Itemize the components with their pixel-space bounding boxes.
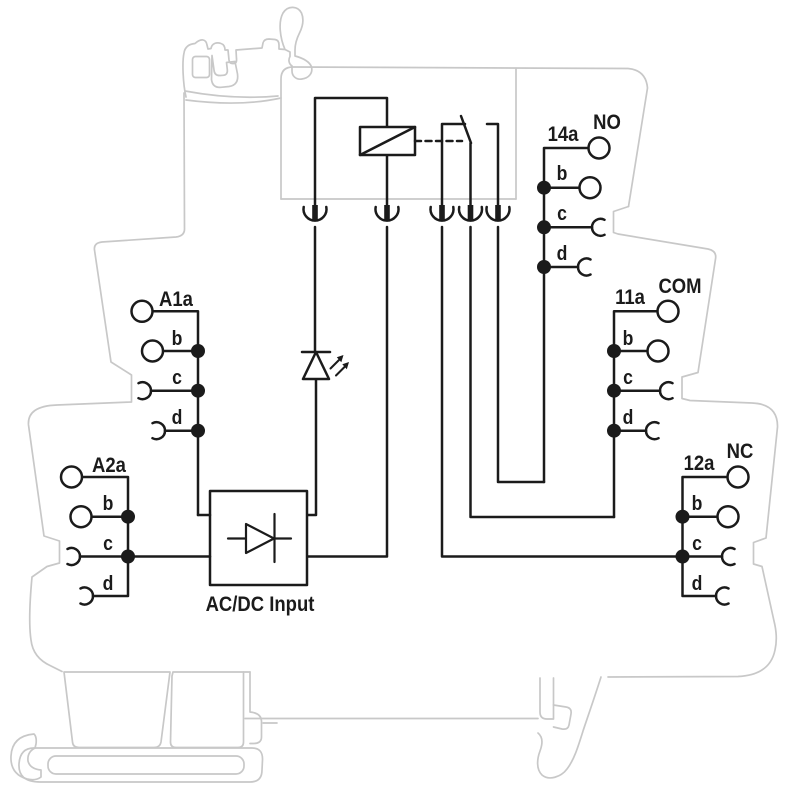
rectifier-diode-icon — [208, 489, 309, 587]
jumper-slot-icon — [720, 546, 736, 567]
junction-dot — [537, 260, 551, 274]
din-rail-housing-icon — [10, 6, 779, 783]
relay-coil-icon — [358, 125, 417, 157]
label-11a: 11a — [615, 286, 645, 309]
terminal-clamp-icon — [578, 175, 602, 200]
jumper-slot-icon — [151, 420, 167, 441]
label-14-d: d — [556, 243, 568, 265]
label-11-c: c — [623, 367, 633, 389]
junction-dot — [191, 344, 205, 358]
junction-dot — [191, 383, 205, 398]
label-14-b: b — [556, 163, 568, 185]
jumper-slot-icon — [658, 380, 674, 401]
terminal-clamp-icon — [646, 339, 670, 363]
label-11-b: b — [622, 328, 634, 350]
label-a1-d: d — [171, 407, 183, 429]
jumper-slot-icon — [590, 217, 606, 238]
terminal-clamp-icon — [716, 504, 740, 529]
jumper-slot-icon — [714, 586, 730, 606]
junction-dot — [607, 344, 621, 358]
junction-dot — [537, 220, 551, 235]
terminal-clamp-icon — [69, 504, 93, 529]
label-11-d: d — [622, 407, 634, 429]
junction-dot — [121, 549, 135, 564]
jumper-slot-icon — [79, 586, 95, 606]
terminal-clamp-icon — [140, 339, 165, 363]
label-14a: 14a — [547, 123, 579, 146]
terminal-clamp-icon — [59, 465, 84, 489]
jumper-slot-icon — [137, 380, 153, 401]
label-12-c: c — [692, 533, 702, 555]
label-14-c: c — [557, 203, 567, 225]
label-a2-b: b — [102, 493, 114, 515]
terminal-clamp-icon — [130, 299, 154, 324]
terminal-group-A2 — [59, 465, 212, 606]
led-icon — [300, 350, 349, 381]
label-12a: 12a — [683, 452, 715, 475]
terminal-group-14 — [537, 136, 611, 484]
changeover-contact-icon — [413, 114, 500, 216]
label-12-b: b — [691, 493, 703, 515]
plug-contact-icon — [302, 205, 511, 222]
label-a2-c: c — [103, 533, 113, 555]
din-rail-foot — [10, 671, 602, 783]
label-a1a: A1a — [159, 288, 193, 311]
coil-wires — [305, 96, 389, 558]
label-no: NO — [593, 111, 621, 134]
junction-dot — [191, 423, 205, 438]
terminal-group-12 — [675, 465, 750, 606]
junction-dot — [537, 180, 551, 195]
junction-dot — [607, 383, 621, 398]
label-a2-d: d — [102, 573, 114, 595]
label-com: COM — [658, 275, 702, 298]
junction-dot — [675, 509, 690, 524]
junction-dot — [675, 549, 690, 564]
contact-wires — [440, 225, 684, 558]
jumper-slot-icon — [66, 546, 82, 567]
label-nc: NC — [726, 440, 754, 463]
terminal-clamp-icon — [656, 299, 680, 324]
terminal-group-11 — [607, 299, 680, 519]
label-12-d: d — [691, 573, 703, 595]
junction-dot — [121, 509, 135, 524]
junction-dot — [607, 423, 621, 438]
jumper-slot-icon — [644, 420, 660, 441]
terminal-clamp-icon — [726, 465, 750, 489]
label-acdc-input: AC/DC Input — [205, 593, 315, 616]
label-a1-b: b — [171, 328, 183, 350]
label-a1-c: c — [172, 367, 182, 389]
jumper-slot-icon — [576, 257, 592, 277]
terminal-group-A1 — [130, 299, 205, 517]
terminal-clamp-icon — [587, 136, 611, 160]
label-a2a: A2a — [92, 454, 126, 477]
mounting-clip-icon — [182, 6, 313, 104]
